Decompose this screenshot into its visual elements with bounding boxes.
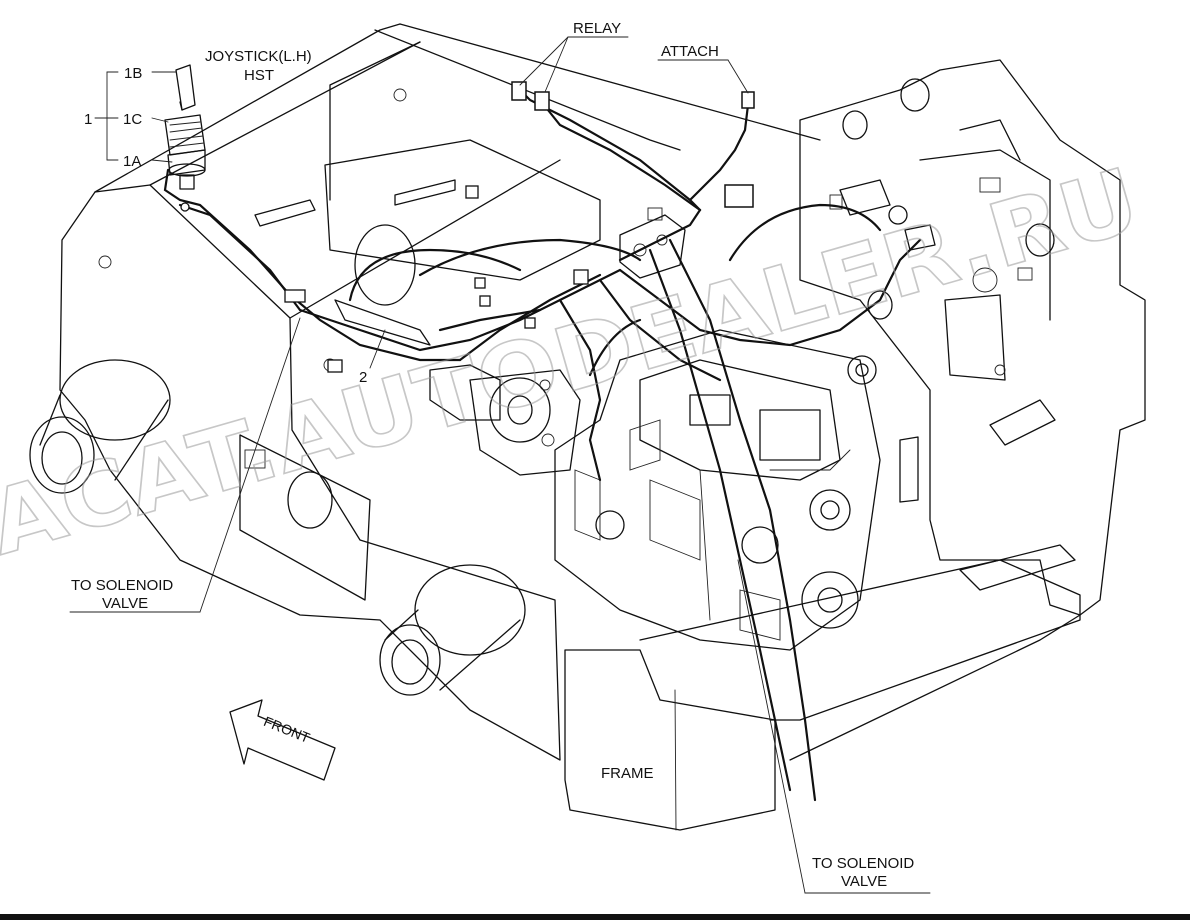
right-valve-group (829, 179, 936, 251)
part-1a-label: 1A (123, 153, 141, 170)
solenoid-right-line2: VALVE (841, 873, 887, 890)
joystick-title-line2: HST (244, 67, 274, 84)
front-arrow-icon (229, 699, 336, 781)
wiring-harness (163, 81, 922, 802)
engine-assembly (554, 329, 881, 651)
part-1b-label: 1B (124, 65, 142, 82)
part-1-label: 1 (84, 111, 92, 128)
part-2-label: 2 (359, 369, 367, 386)
access-cover-plate (239, 434, 371, 601)
solenoid-left-line2: VALVE (102, 595, 148, 612)
front-label: FRONT (261, 713, 312, 746)
joystick-title-line1: JOYSTICK(L.H) (205, 48, 312, 65)
part-1c-label: 1C (123, 111, 142, 128)
leader-lines (69, 36, 931, 894)
joystick-icon (164, 64, 206, 190)
solenoid-left-line1: TO SOLENOID (71, 577, 173, 594)
attach-label: ATTACH (661, 43, 719, 60)
relay-label: RELAY (573, 20, 621, 37)
frame-outline (59, 23, 1146, 831)
frame-label: FRAME (601, 765, 654, 782)
bottom-border (0, 914, 1190, 920)
axle-hub-rear (29, 359, 171, 494)
hydraulic-pump (429, 364, 581, 476)
solenoid-right-line1: TO SOLENOID (812, 855, 914, 872)
solenoid-valve-block (619, 207, 686, 279)
axle-hub-front (379, 564, 526, 696)
